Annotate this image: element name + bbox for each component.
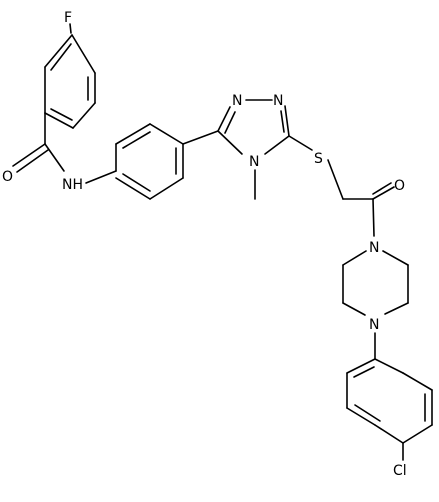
c-f-bond xyxy=(69,23,72,34)
triazole-n1-label: N xyxy=(232,93,242,109)
piperazine-ring xyxy=(342,250,409,316)
piperazine-n4-label: N xyxy=(369,317,379,333)
sulfur-label: S xyxy=(314,151,323,167)
n-phenylene-bond xyxy=(85,170,117,184)
atom-labels: F O NH N N N S O N N Cl xyxy=(2,10,407,479)
s-ch2-bond xyxy=(327,159,344,200)
ketone-oxygen-label: O xyxy=(394,178,405,194)
phenylene-ring xyxy=(115,123,184,200)
ketone-co-double-b xyxy=(372,182,392,195)
c-o-double-bond-b xyxy=(16,149,49,173)
carbonyl-n-bond xyxy=(372,198,375,237)
fluorine-label: F xyxy=(64,10,72,26)
phenylene-triazole-bond xyxy=(182,130,219,145)
triazole-n4-label: N xyxy=(249,154,259,170)
chlorine-label: Cl xyxy=(393,463,407,479)
ketone-co-double-a xyxy=(372,186,395,200)
bonds xyxy=(12,23,433,461)
piperazine-n1-label: N xyxy=(369,240,379,256)
chlorophenyl-ring xyxy=(346,358,433,444)
amide-oxygen-label: O xyxy=(2,169,13,185)
triazole-n2-label: N xyxy=(273,93,283,109)
amide-nh-label: NH xyxy=(62,177,83,193)
c-n-amide-bond xyxy=(44,143,65,172)
fluorophenyl-ring xyxy=(44,34,96,129)
triazole-ring xyxy=(217,99,290,155)
triazole-s-bond xyxy=(288,135,313,151)
c-o-double-bond-a xyxy=(12,143,46,167)
